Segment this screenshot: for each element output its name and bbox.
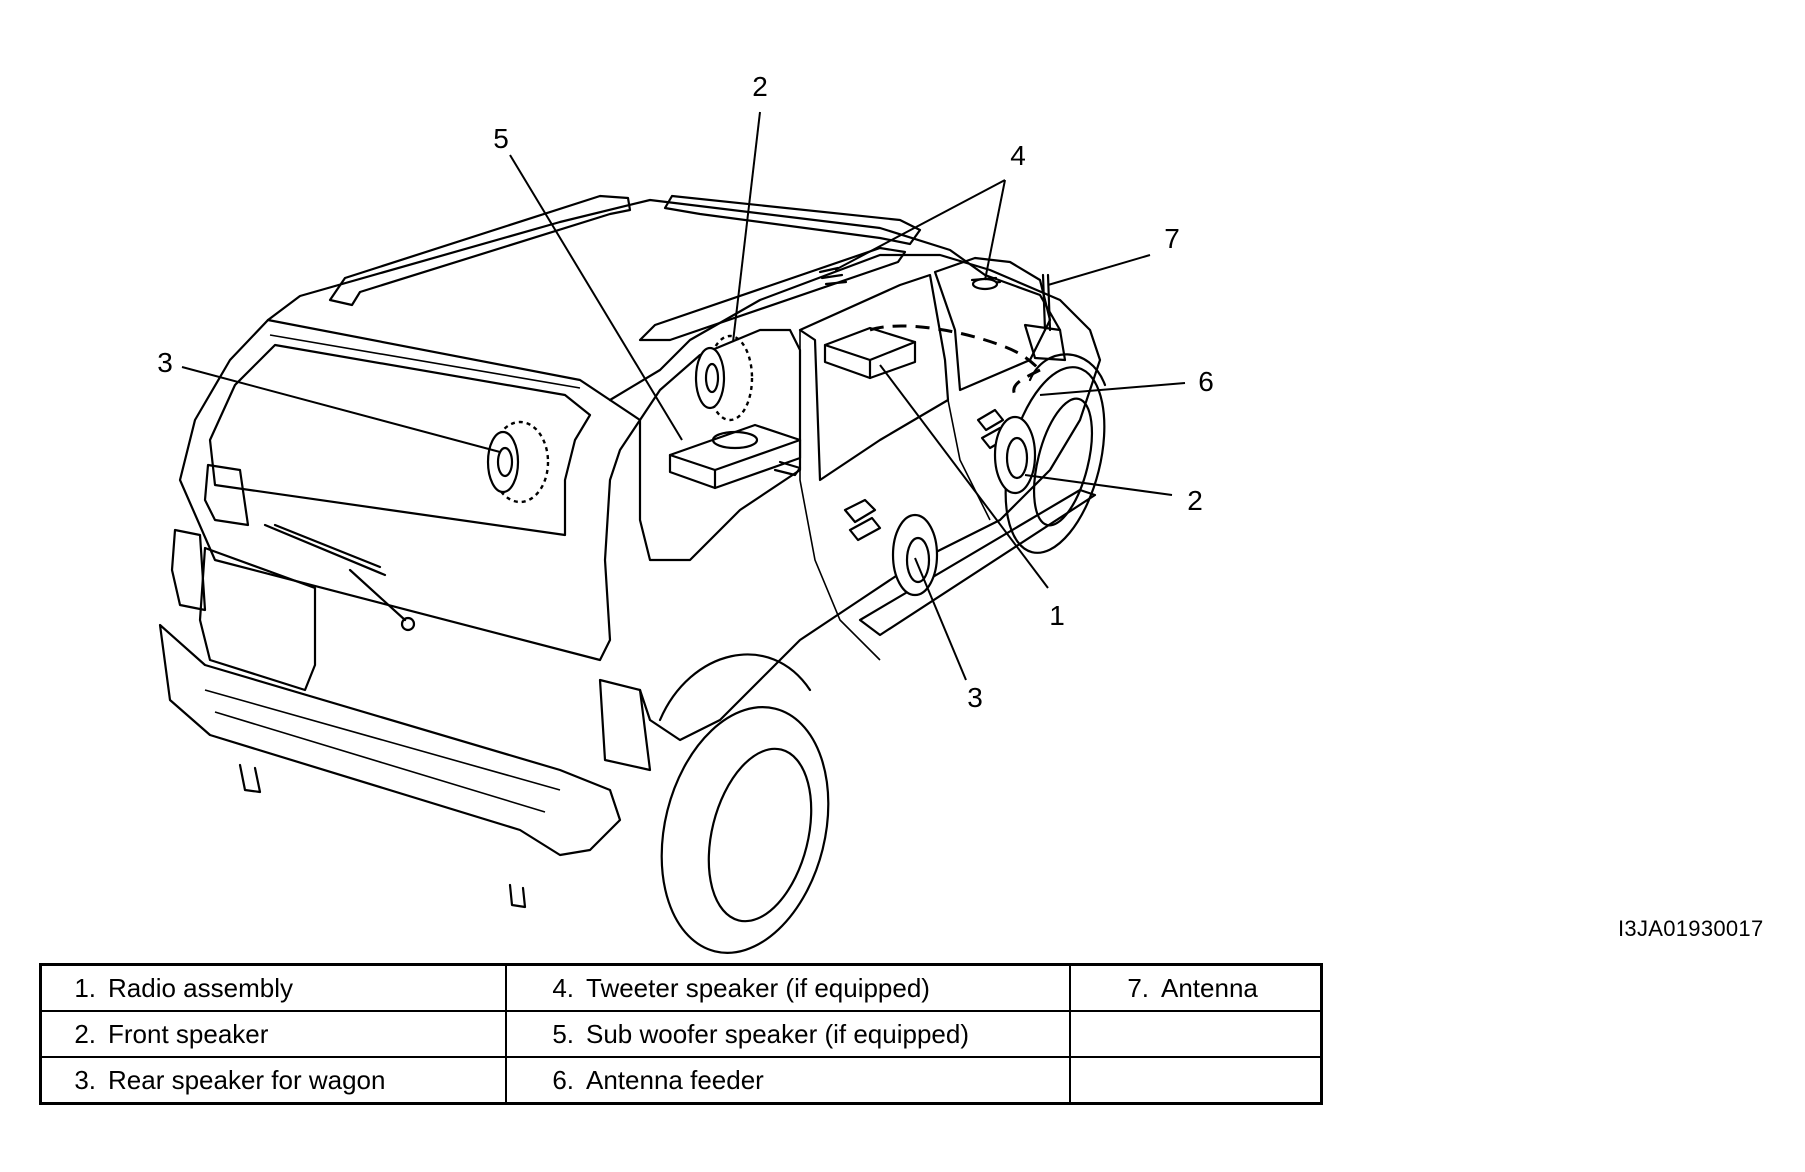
legend-number: 7. bbox=[1127, 972, 1149, 1003]
legend-label: Front speaker bbox=[108, 1018, 269, 1049]
legend-cell: 4. Tweeter speaker (if equipped) bbox=[505, 963, 1071, 1012]
body-side bbox=[608, 253, 1102, 742]
wiper-pivot bbox=[400, 616, 416, 632]
legend-number: 4. bbox=[552, 972, 574, 1003]
legend-label: Rear speaker for wagon bbox=[108, 1064, 386, 1095]
callout-sub-woofer-speaker: 5 bbox=[493, 123, 509, 154]
leader-lines bbox=[181, 111, 1186, 681]
legend-number: 6. bbox=[552, 1064, 574, 1095]
callout-front-speaker-door: 2 bbox=[1187, 485, 1203, 516]
legend-number: 1. bbox=[74, 972, 96, 1003]
tow-hook-left bbox=[238, 763, 262, 794]
rear-bumper-step bbox=[204, 689, 561, 813]
front-speaker-door bbox=[993, 415, 1037, 495]
vehicle-illustration bbox=[158, 194, 1107, 954]
legend-label: Antenna bbox=[1161, 972, 1258, 1003]
legend-cell: 5. Sub woofer speaker (if equipped) bbox=[505, 1010, 1071, 1058]
rear-wheel bbox=[660, 706, 830, 954]
rear-speaker-door bbox=[891, 513, 939, 597]
rear-speaker-cargo bbox=[486, 420, 550, 504]
callout-antenna: 7 bbox=[1164, 223, 1180, 254]
door-seam-front bbox=[947, 399, 991, 521]
door-seam-rear bbox=[799, 330, 881, 661]
legend-cell: 7. Antenna bbox=[1069, 963, 1323, 1012]
legend-cell bbox=[1069, 1010, 1323, 1058]
callout-rear-speaker-door: 3 bbox=[967, 682, 983, 713]
antenna-feeder-cable bbox=[869, 324, 1042, 396]
rear-wiper bbox=[263, 523, 407, 622]
license-plate-recess bbox=[198, 546, 317, 692]
legend-label: Radio assembly bbox=[108, 972, 293, 1003]
legend-label: Antenna feeder bbox=[586, 1064, 764, 1095]
legend-label: Sub woofer speaker (if equipped) bbox=[586, 1018, 970, 1049]
rear-wheel-arch bbox=[658, 653, 812, 722]
front-wheel-hub bbox=[1032, 397, 1094, 527]
callout-front-speaker-upper: 2 bbox=[752, 71, 768, 102]
tail-light-left bbox=[203, 463, 250, 527]
callout-radio-assembly: 1 bbox=[1049, 600, 1065, 631]
callout-rear-speaker-cargo: 3 bbox=[157, 347, 173, 378]
tweeter-speaker-upper bbox=[818, 266, 848, 286]
roof-outline bbox=[266, 198, 1062, 332]
legend-row: 3. Rear speaker for wagon 6. Antenna feede… bbox=[39, 1056, 1323, 1105]
front-speaker-upper bbox=[694, 334, 754, 422]
legend-cell: 2. Front speaker bbox=[39, 1010, 507, 1058]
tow-hook-right bbox=[508, 883, 527, 909]
sub-woofer-speaker bbox=[668, 423, 802, 490]
rear-wheel-hub bbox=[707, 747, 813, 923]
parts-legend-table: 1. Radio assembly 4. Tweeter speaker (if e… bbox=[39, 963, 1323, 1105]
front-wheel-arch bbox=[1028, 353, 1107, 387]
roof-rail-right bbox=[638, 246, 907, 342]
rear-window bbox=[208, 343, 592, 537]
legend-number: 5. bbox=[552, 1018, 574, 1049]
legend-cell: 1. Radio assembly bbox=[39, 963, 507, 1012]
legend-cell bbox=[1069, 1056, 1323, 1105]
callout-tweeter-speaker: 4 bbox=[1010, 140, 1026, 171]
rear-hatch-frame bbox=[178, 318, 642, 662]
legend-number: 2. bbox=[74, 1018, 96, 1049]
callout-antenna-feeder: 6 bbox=[1198, 366, 1214, 397]
legend-cell: 6. Antenna feeder bbox=[505, 1056, 1071, 1105]
radio-assembly bbox=[823, 326, 917, 380]
roof-rail-front bbox=[663, 194, 922, 246]
document-code: I3JA01930017 bbox=[1618, 916, 1764, 941]
legend-label: Tweeter speaker (if equipped) bbox=[586, 972, 930, 1003]
rear-bumper bbox=[158, 623, 622, 857]
roof-rail-left bbox=[328, 194, 632, 307]
legend-row: 2. Front speaker 5. Sub woofer speaker (if… bbox=[39, 1010, 1323, 1058]
tail-light-left-lower bbox=[170, 528, 207, 612]
legend-number: 3. bbox=[74, 1064, 96, 1095]
legend-cell: 3. Rear speaker for wagon bbox=[39, 1056, 507, 1105]
side-mirror bbox=[1023, 323, 1067, 362]
rear-window-trim bbox=[269, 334, 581, 389]
tail-light-right bbox=[598, 678, 652, 772]
rear-door-handle bbox=[843, 498, 882, 542]
legend-row: 1. Radio assembly 4. Tweeter speaker (if e… bbox=[39, 963, 1323, 1012]
tweeter-speaker-front bbox=[970, 276, 1002, 291]
